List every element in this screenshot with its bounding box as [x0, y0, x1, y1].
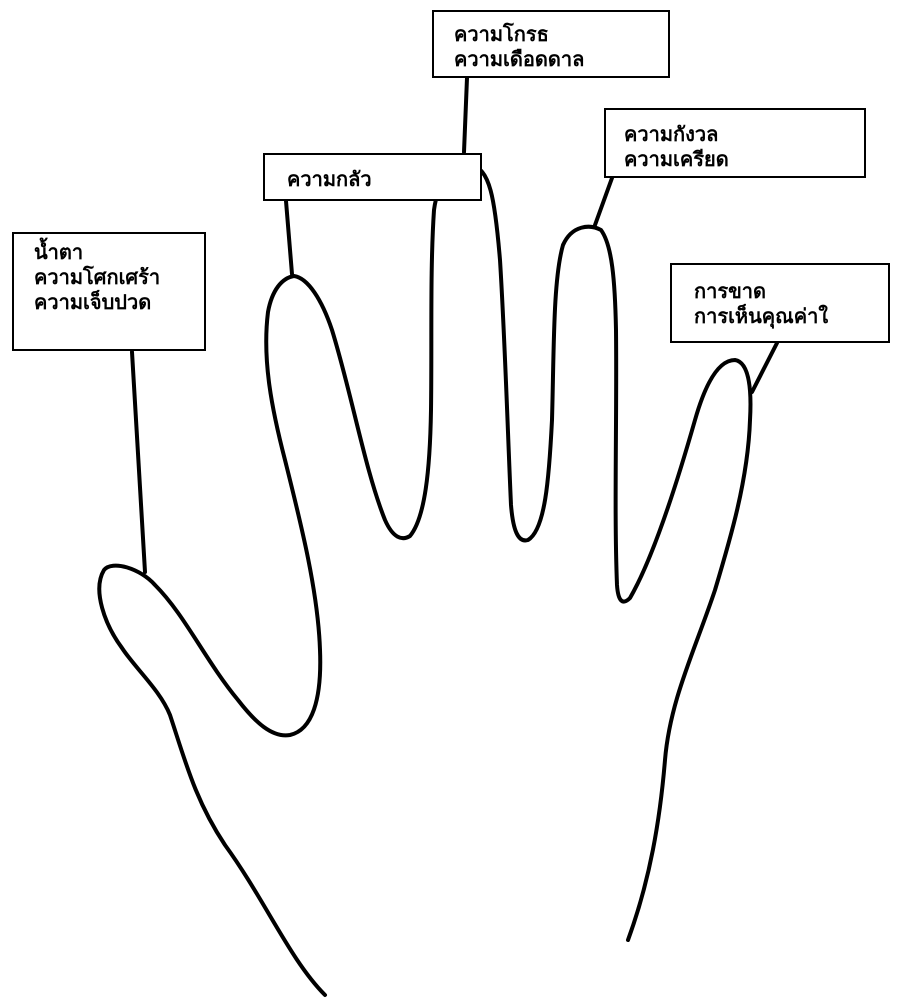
label-anger-line-2: ความเดือดดาล [454, 47, 585, 71]
label-worth-line-2: การเห็นคุณค่าใ [694, 304, 829, 328]
label-grief-line-2: ความโศกเศร้า [34, 265, 161, 289]
label-anxiety-line-1: ความกังวล [624, 122, 719, 146]
label-grief-line-1: น้ำตา [34, 240, 84, 264]
leader-line-worth [750, 341, 779, 394]
label-box-anger: ความโกรธ ความเดือดดาล [432, 10, 670, 78]
leader-line-grief [130, 350, 147, 574]
label-box-anxiety: ความกังวล ความเครียด [604, 108, 866, 178]
leader-line-anger [462, 76, 469, 154]
label-box-grief: น้ำตา ความโศกเศร้า ความเจ็บปวด [12, 232, 206, 351]
label-anxiety-line-2: ความเครียด [624, 147, 729, 171]
label-box-fear: ความกลัว [263, 153, 482, 201]
leader-line-fear [284, 199, 294, 276]
label-anger-line-1: ความโกรธ [454, 22, 549, 46]
label-fear-line-1: ความกลัว [287, 167, 372, 191]
label-grief-line-3: ความเจ็บปวด [34, 290, 152, 314]
label-box-worth: การขาด การเห็นคุณค่าใ [670, 263, 890, 343]
leader-line-anxiety [593, 176, 614, 227]
label-worth-line-1: การขาด [694, 279, 766, 303]
